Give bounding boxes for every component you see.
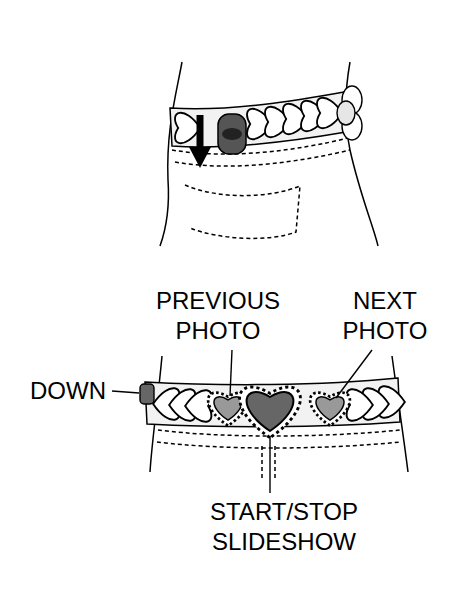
clip-slot [222,128,242,140]
hip-side-view [160,62,378,246]
body-outline [160,62,182,246]
leader-line [269,436,270,493]
next-photo-label: NEXT PHOTO [330,286,440,346]
belt-clip [218,114,246,154]
start-stop-button [247,392,294,431]
down-arrow [197,115,204,150]
fly-seam [261,446,263,480]
leader-line [230,350,232,396]
waistband-seam [157,442,401,448]
next-button [316,397,344,420]
heart-link [185,390,211,422]
buckle-center [337,101,355,125]
leader-lines [112,350,372,493]
leader-line [336,350,372,398]
beaded-rim [240,387,301,438]
jeans-front [145,356,408,480]
down-button [140,384,154,404]
start-stop-label: START/STOP SLIDESHOW [189,497,379,557]
previous-button [214,397,242,420]
beaded-rim [310,393,350,426]
down-arrow-head [189,147,211,168]
leader-line [112,391,139,393]
buckle-side [337,86,362,140]
previous-photo-label: PREVIOUS PHOTO [143,286,293,346]
fly-seam [274,446,276,480]
pocket-seam [185,185,300,238]
heart-link [347,389,373,421]
down-label: DOWN [30,376,106,406]
belt-strap [170,92,346,147]
